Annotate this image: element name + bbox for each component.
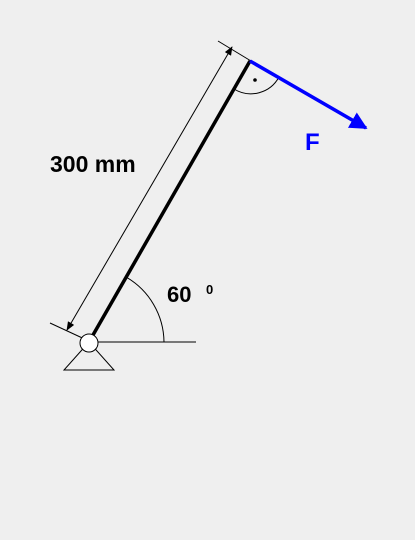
angle-label: 60 bbox=[167, 282, 191, 307]
dimension-extension-line-top bbox=[217, 40, 252, 62]
angle-unit-mark: 0 bbox=[206, 282, 213, 297]
right-angle-arc bbox=[233, 76, 280, 95]
right-angle-dot bbox=[253, 78, 257, 82]
pin-joint-circle bbox=[79, 333, 99, 353]
length-label: 300 mm bbox=[50, 151, 136, 177]
force-arrow bbox=[249, 59, 368, 130]
length-dimension-line bbox=[66, 46, 233, 331]
beam bbox=[87, 60, 252, 343]
force-label: F bbox=[305, 129, 320, 156]
pin-support-triangle bbox=[62, 341, 116, 371]
angle-arc bbox=[125, 276, 165, 343]
